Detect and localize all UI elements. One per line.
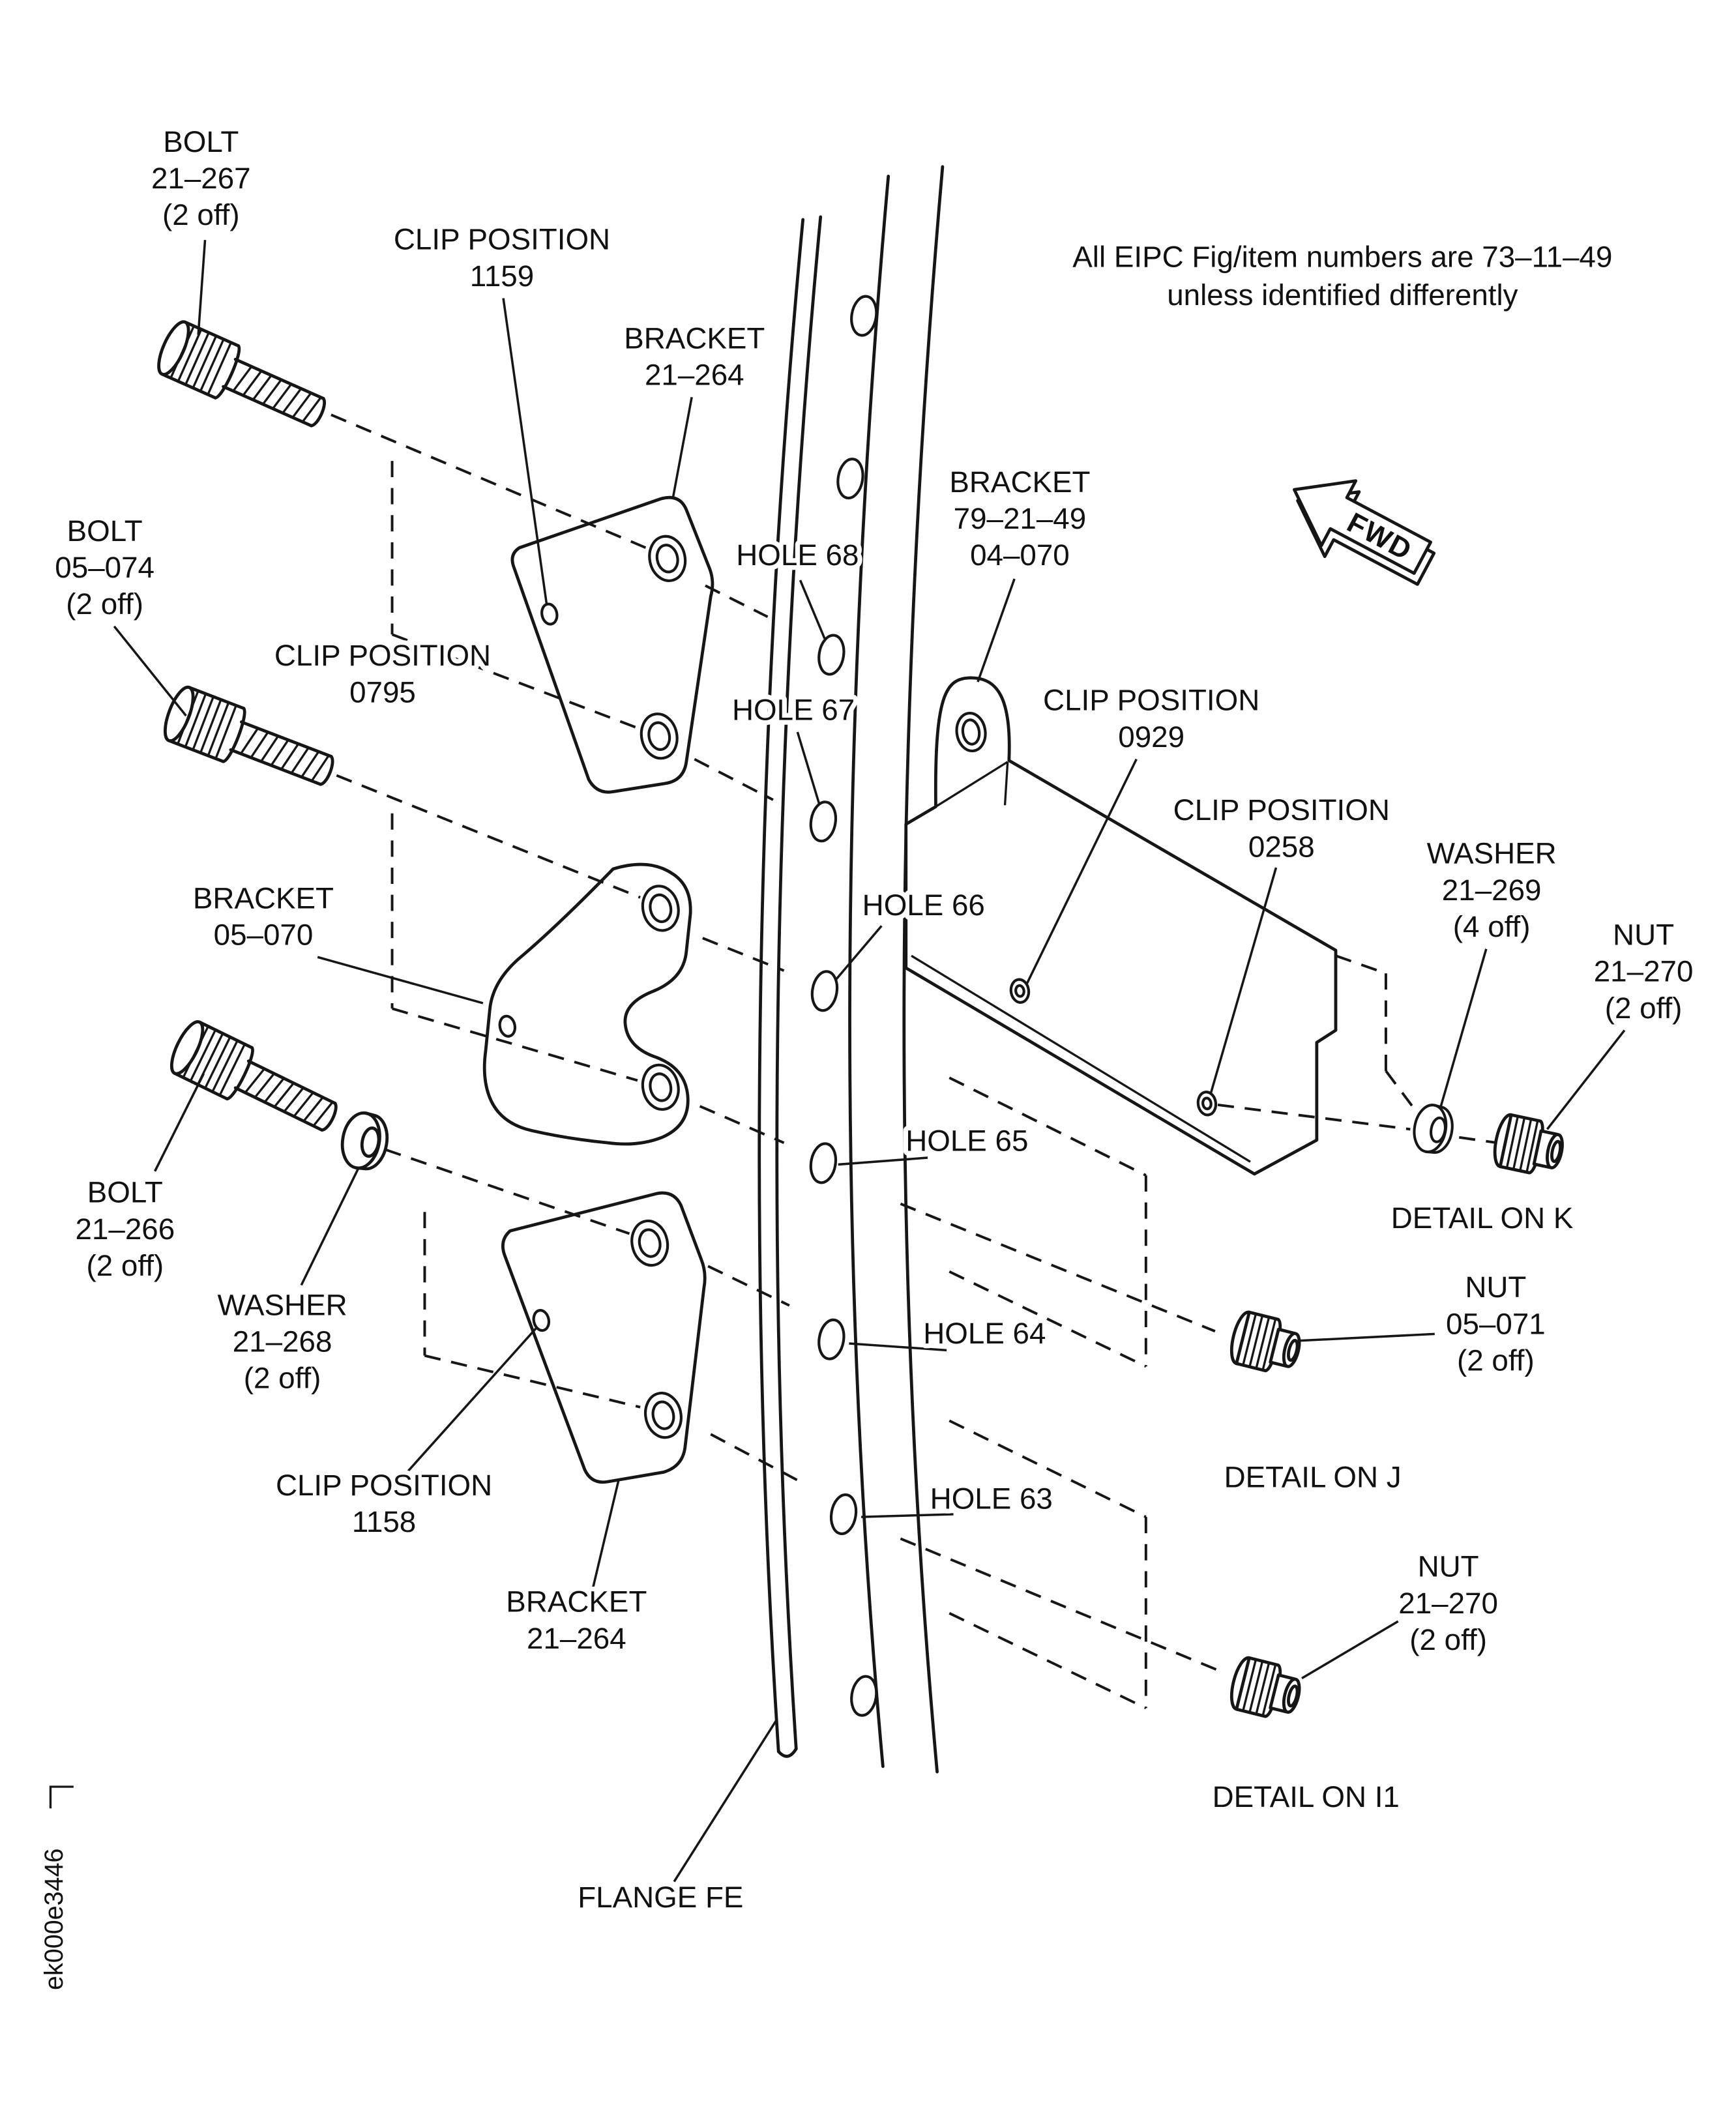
eipc-note: All EIPC Fig/item numbers are 73–11–49 (1072, 241, 1612, 274)
label-clip-0258: CLIP POSITION (1173, 793, 1390, 827)
svg-text:05–071: 05–071 (1446, 1307, 1546, 1340)
label-hole-66: HOLE 66 (862, 888, 985, 922)
hole-63-ellipse (829, 1493, 858, 1535)
flange-fe-strip (758, 215, 823, 1758)
frame-web (848, 165, 945, 1774)
label-clip-0795: CLIP POSITION (274, 639, 491, 672)
label-clip-1159: CLIP POSITION (394, 223, 610, 256)
svg-text:0795: 0795 (349, 675, 416, 709)
label-flange-fe: FLANGE FE (578, 1881, 743, 1914)
bolt-05-074-part (160, 684, 341, 799)
leader-lines (113, 239, 1626, 1883)
svg-text:(2 off): (2 off) (162, 198, 240, 231)
label-clip-1158: CLIP POSITION (276, 1469, 492, 1502)
label-bracket-21-264-top: BRACKET (624, 321, 765, 355)
label-bracket-05-070: BRACKET (193, 881, 334, 915)
hole-68-ellipse (817, 634, 846, 676)
label-hole-67: HOLE 67 (732, 693, 855, 726)
svg-text:1159: 1159 (470, 259, 534, 293)
bracket-05-070-part (482, 862, 692, 1146)
svg-text:21–270: 21–270 (1398, 1587, 1498, 1620)
label-nut-05-071: NUT (1465, 1270, 1526, 1304)
label-nut-21-270-i1: NUT (1418, 1550, 1479, 1583)
label-hole-65: HOLE 65 (905, 1124, 1028, 1158)
label-nut-21-270-k: NUT (1613, 918, 1674, 952)
svg-text:21–268: 21–268 (233, 1325, 332, 1358)
svg-text:21–270: 21–270 (1594, 955, 1694, 988)
figure-code: ek000e3446 (36, 1785, 74, 1994)
label-washer-21-269: WASHER (1427, 837, 1557, 870)
svg-text:79–21–49: 79–21–49 (954, 502, 1087, 535)
svg-text:(2 off): (2 off) (244, 1362, 321, 1395)
label-hole-63: HOLE 63 (930, 1482, 1053, 1516)
hole-top-b (836, 458, 864, 500)
svg-text:1158: 1158 (352, 1505, 416, 1538)
label-bracket-21-264-bottom: BRACKET (506, 1585, 647, 1619)
label-bolt-21-266: BOLT (87, 1176, 163, 1209)
label-detail-i1: DETAIL ON I1 (1213, 1780, 1400, 1813)
hole-64-ellipse (817, 1318, 846, 1360)
hole-66-ellipse (810, 970, 839, 1012)
bolt-21-267-part (153, 318, 333, 440)
nut-05-071-part (1228, 1310, 1304, 1377)
svg-text:21–264: 21–264 (527, 1622, 626, 1655)
label-bolt-05-074: BOLT (67, 514, 143, 548)
svg-text:05–074: 05–074 (55, 551, 154, 584)
svg-text:(2 off): (2 off) (66, 587, 143, 621)
nut-21-270-k-part (1491, 1113, 1567, 1179)
bracket-21-264-bottom-part (501, 1191, 707, 1484)
hole-67-ellipse (809, 800, 838, 843)
bracket-21-264-top-part (510, 495, 714, 794)
fwd-arrow-body (1293, 479, 1432, 575)
bracket-79-21-49-part (904, 676, 1338, 1176)
svg-text:unless identified differently: unless identified differently (1167, 278, 1518, 312)
projection-dashed-lines (331, 413, 1497, 1710)
svg-text:(4 off): (4 off) (1453, 910, 1531, 943)
clip-hole-0795 (498, 1014, 517, 1038)
label-hole-64: HOLE 64 (923, 1317, 1046, 1350)
svg-text:04–070: 04–070 (970, 538, 1070, 572)
svg-text:(2 off): (2 off) (1457, 1344, 1535, 1377)
hole-65-ellipse (809, 1142, 838, 1184)
label-bolt-21-267: BOLT (163, 125, 239, 158)
svg-text:05–070: 05–070 (214, 918, 314, 952)
bolt-21-266-part (166, 1018, 345, 1144)
frame-holes (809, 295, 878, 1717)
label-detail-k: DETAIL ON K (1391, 1201, 1574, 1235)
svg-text:(2 off): (2 off) (87, 1249, 164, 1282)
svg-text:0258: 0258 (1248, 830, 1315, 863)
svg-text:21–267: 21–267 (151, 162, 251, 195)
hole-bottom-a (850, 1675, 878, 1717)
clip-hole-1158 (532, 1309, 551, 1332)
nut-21-270-i1-part (1228, 1656, 1304, 1723)
svg-text:0929: 0929 (1118, 720, 1184, 754)
text-labels: BOLT 21–267 (2 off) CLIP POSITION 1159 B… (50, 121, 1698, 1919)
svg-text:(2 off): (2 off) (1605, 991, 1683, 1025)
label-bracket-79-21-49: BRACKET (949, 465, 1090, 499)
svg-text:21–269: 21–269 (1442, 873, 1542, 907)
svg-text:(2 off): (2 off) (1409, 1623, 1487, 1656)
hole-top-a (850, 295, 878, 337)
svg-text:21–264: 21–264 (645, 359, 744, 392)
label-clip-0929: CLIP POSITION (1043, 684, 1259, 717)
fwd-arrow: FWD (1293, 479, 1436, 586)
figure-code-text: ek000e3446 (40, 1848, 68, 1989)
label-detail-j: DETAIL ON J (1224, 1460, 1402, 1493)
label-hole-68: HOLE 68 (736, 538, 859, 572)
washer-21-269-part (1411, 1102, 1456, 1155)
svg-text:21–266: 21–266 (76, 1212, 175, 1246)
washer-21-268-part (338, 1110, 391, 1173)
label-washer-21-268: WASHER (218, 1288, 347, 1321)
